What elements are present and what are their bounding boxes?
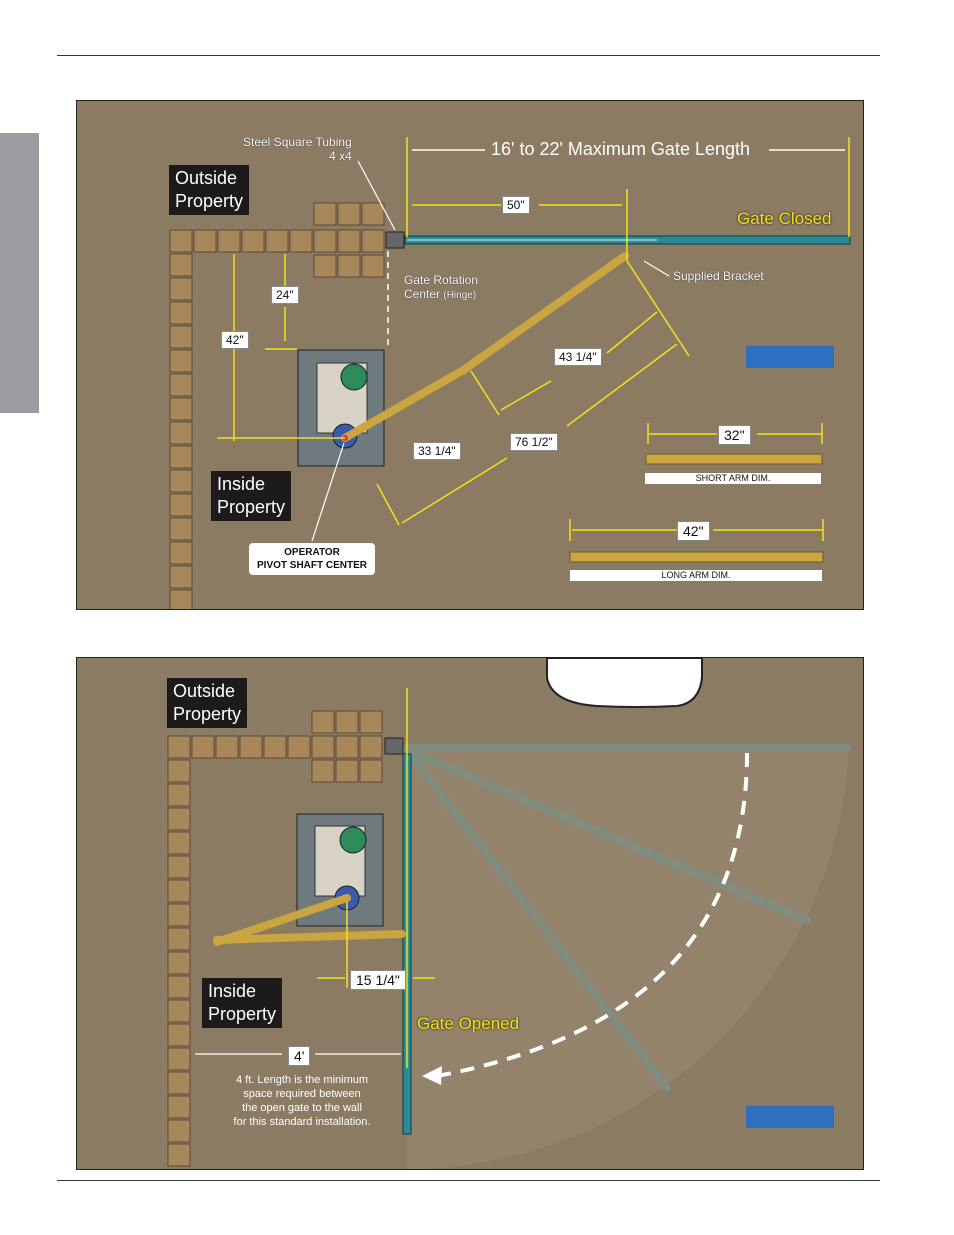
note-line3: the open gate to the wall: [242, 1102, 362, 1114]
long-arm-folded: [213, 894, 351, 946]
figure-tag-top: [746, 346, 834, 368]
dim-50: 50": [502, 196, 530, 214]
inside-line2: Property: [217, 497, 286, 517]
steel-tubing-label: Steel Square Tubing 4 x4: [243, 135, 352, 163]
closed-gate-drawing: [169, 137, 851, 609]
steel-tubing-line1: Steel Square Tubing: [243, 135, 352, 149]
swing-arrow: [436, 752, 749, 1078]
short-arm-folded: [213, 930, 406, 944]
long-arm-sample: [569, 551, 824, 563]
inside-line1: Inside: [217, 474, 266, 494]
inside-line2-bottom: Property: [208, 1004, 277, 1024]
pivot-line2: PIVOT SHAFT CENTER: [257, 560, 368, 571]
long-arm-caption: LONG ARM DIM.: [570, 570, 822, 581]
outside-property-label-bottom: Outside Property: [167, 678, 248, 728]
dim-24: 24": [271, 286, 299, 304]
wall-vertical: [169, 253, 193, 609]
outside-line2: Property: [175, 191, 244, 211]
wall-horizontal-bottom: [167, 735, 383, 759]
inside-property-label-bottom: Inside Property: [202, 978, 283, 1028]
long-arm: [341, 364, 471, 442]
supplied-bracket-label: Supplied Bracket: [673, 269, 764, 283]
outside-line2-bottom: Property: [173, 704, 242, 724]
dim-42-long: 42": [677, 521, 710, 541]
closed-gate-diagram: Steel Square Tubing 4 x4 16' to 22' Maxi…: [76, 100, 864, 610]
car: [546, 658, 703, 708]
pillar-bottom: [311, 710, 383, 783]
outside-line1-bottom: Outside: [173, 681, 236, 701]
gate-rotation-label: Gate Rotation Center (Hinge): [404, 273, 478, 303]
inside-line1-bottom: Inside: [208, 981, 257, 1001]
open-gate-diagram: Outside Property 15 1/4" Inside Property…: [76, 657, 864, 1170]
dim-42-vertical: 42": [221, 331, 249, 349]
dim-33-14: 33 1/4": [413, 442, 461, 460]
wall-vertical-bottom: [167, 759, 191, 1167]
open-gate-drawing: [167, 658, 851, 1169]
steel-tubing-line2: 4 x4: [329, 149, 352, 163]
pivot-line1: OPERATOR: [284, 547, 340, 558]
pillar: [313, 202, 385, 278]
outside-line1: Outside: [175, 168, 238, 188]
gate-closed-label: Gate Closed: [737, 209, 832, 228]
dim-43-14: 43 1/4": [554, 348, 602, 366]
dim-4ft: 4': [288, 1046, 311, 1066]
inside-property-label: Inside Property: [211, 471, 292, 521]
dim-15-14: 15 1/4": [350, 970, 406, 990]
note-line4: for this standard installation.: [233, 1116, 371, 1128]
gate-sweep-area: [407, 746, 849, 1169]
gate-opened-label: Gate Opened: [417, 1014, 520, 1033]
dim-76-12: 76 1/2": [510, 433, 558, 451]
hinge-post-bottom: [384, 737, 404, 755]
side-tab: [0, 133, 39, 413]
gate-rotation-line1: Gate Rotation: [404, 273, 479, 287]
note-line1: 4 ft. Length is the minimum: [235, 1074, 369, 1086]
short-arm: [458, 252, 629, 375]
steel-tubing-post: [385, 231, 405, 249]
note-line2: space required between: [243, 1088, 361, 1100]
gate-rotation-hinge: (Hinge): [443, 290, 477, 301]
short-arm-sample: [645, 453, 823, 465]
gate-rotation-line2: Center: [404, 287, 441, 301]
outside-property-label: Outside Property: [169, 165, 250, 215]
short-arm-caption: SHORT ARM DIM.: [645, 473, 821, 484]
max-gate-length: 16' to 22' Maximum Gate Length: [491, 139, 751, 159]
minimum-space-note: 4 ft. Length is the minimum space requir…: [217, 1073, 387, 1129]
operator-pivot-label: OPERATOR PIVOT SHAFT CENTER: [249, 543, 376, 575]
footer-rule: [57, 1180, 880, 1181]
dim-32: 32": [718, 425, 751, 445]
figure-tag-bottom: [746, 1106, 834, 1128]
header-rule: [57, 55, 880, 56]
wall-horizontal: [169, 229, 385, 253]
